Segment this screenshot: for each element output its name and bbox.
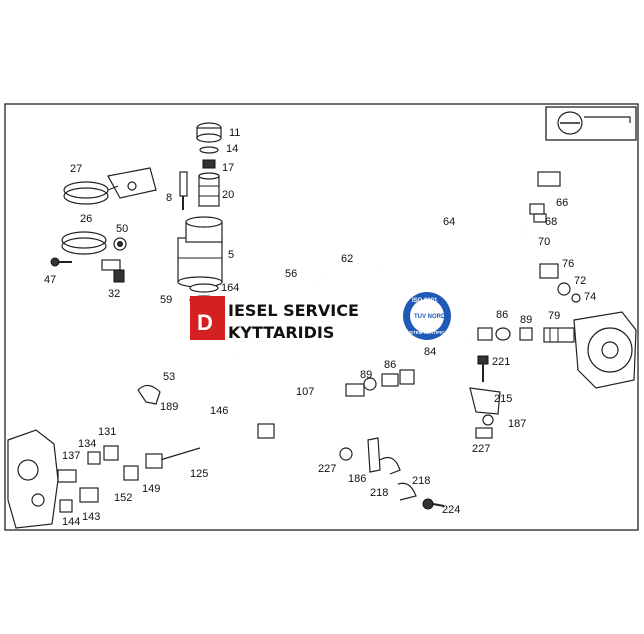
- part-number-label: 64: [443, 216, 455, 228]
- part-number-label: 218: [412, 475, 430, 487]
- part-number-label: 224: [442, 504, 460, 516]
- part-number-label: 66: [556, 197, 568, 209]
- bracket-part: [107, 167, 157, 199]
- engine-block-part: [7, 429, 59, 529]
- lower-line-part: [129, 417, 275, 461]
- part-number-label: 187: [508, 418, 526, 430]
- fitting-stack-part: [515, 171, 581, 303]
- part-number-label: 14: [226, 143, 238, 155]
- part-number-label: 149: [142, 483, 160, 495]
- tuv-nord-certification-logo: ISO 9001 TUV NORD SYSTEM CERTIFICATION: [403, 292, 458, 340]
- part-number-label: 186: [348, 473, 366, 485]
- part-number-label: 26: [80, 213, 92, 225]
- part-number-label: 215: [494, 393, 512, 405]
- part-number-label: 59: [160, 294, 172, 306]
- part-number-label: 137: [62, 450, 80, 462]
- part-number-label: 32: [108, 288, 120, 300]
- part-number-label: 27: [70, 163, 82, 175]
- diagram-frame: [4, 103, 639, 531]
- part-number-label: 146: [210, 405, 228, 417]
- gasket-part: [199, 146, 219, 154]
- part-number-label: 164: [221, 282, 239, 294]
- screw-part: [50, 257, 72, 267]
- clamp-part: [63, 181, 119, 205]
- nut-part: [202, 159, 216, 169]
- part-number-label: 125: [190, 468, 208, 480]
- stud-bolt-part: [179, 171, 188, 210]
- bolt-part: [101, 259, 125, 283]
- lower-clamp-part: [61, 231, 127, 255]
- part-number-label: 68: [545, 216, 557, 228]
- reservoir-part: [177, 216, 223, 288]
- vehicle-badge-icon: [545, 106, 637, 141]
- mounting-bracket-part: [469, 355, 501, 439]
- pressure-line-part: [399, 327, 533, 381]
- hose-clamp-part: [137, 384, 161, 405]
- small-fittings-part: [57, 445, 163, 513]
- part-number-label: 107: [296, 386, 314, 398]
- part-number-label: 8: [166, 192, 172, 204]
- part-number-label: 189: [160, 401, 178, 413]
- cert-bottom-text: SYSTEM CERTIFICATION: [404, 330, 458, 335]
- part-number-label: 144: [62, 516, 80, 528]
- part-number-label: 86: [384, 359, 396, 371]
- part-number-label: 131: [98, 426, 116, 438]
- reservoir-cap-part: [196, 122, 222, 143]
- banner-line-2: KYTTARIDIS: [228, 323, 334, 342]
- part-number-label: 50: [116, 223, 128, 235]
- banner-line-1: IESEL SERVICE: [228, 301, 359, 320]
- part-number-label: 218: [370, 487, 388, 499]
- cert-middle-text: TUV NORD: [414, 314, 446, 320]
- line-107-part: [279, 369, 415, 419]
- part-number-label: 227: [318, 463, 336, 475]
- power-steering-pump-part: [543, 311, 637, 389]
- part-number-label: 47: [44, 274, 56, 286]
- part-number-label: 56: [285, 268, 297, 280]
- part-number-label: 79: [548, 310, 560, 322]
- part-number-label: 11: [229, 127, 240, 139]
- part-number-label: 20: [222, 189, 234, 201]
- bracket-186-part: [339, 437, 445, 510]
- part-number-label: 86: [496, 309, 508, 321]
- part-number-label: 72: [574, 275, 586, 287]
- part-number-label: 70: [538, 236, 550, 248]
- filter-element-part: [198, 172, 220, 207]
- part-number-label: 84: [424, 346, 436, 358]
- part-number-label: 53: [163, 371, 175, 383]
- part-number-label: 134: [78, 438, 96, 450]
- part-number-label: 76: [562, 258, 574, 270]
- part-number-label: 143: [82, 511, 100, 523]
- part-number-label: 17: [222, 162, 234, 174]
- part-number-label: 152: [114, 492, 132, 504]
- cert-top-text: ISO 9001: [412, 298, 438, 304]
- banner-logo-letter: D: [197, 310, 213, 335]
- part-number-label: 221: [492, 356, 510, 368]
- part-number-label: 89: [360, 369, 372, 381]
- part-number-label: 227: [472, 443, 490, 455]
- part-number-label: 5: [228, 249, 234, 261]
- part-number-label: 62: [341, 253, 353, 265]
- part-number-label: 89: [520, 314, 532, 326]
- dealer-banner: D IESEL SERVICE KYTTARIDIS: [190, 296, 395, 342]
- part-number-label: 74: [584, 291, 596, 303]
